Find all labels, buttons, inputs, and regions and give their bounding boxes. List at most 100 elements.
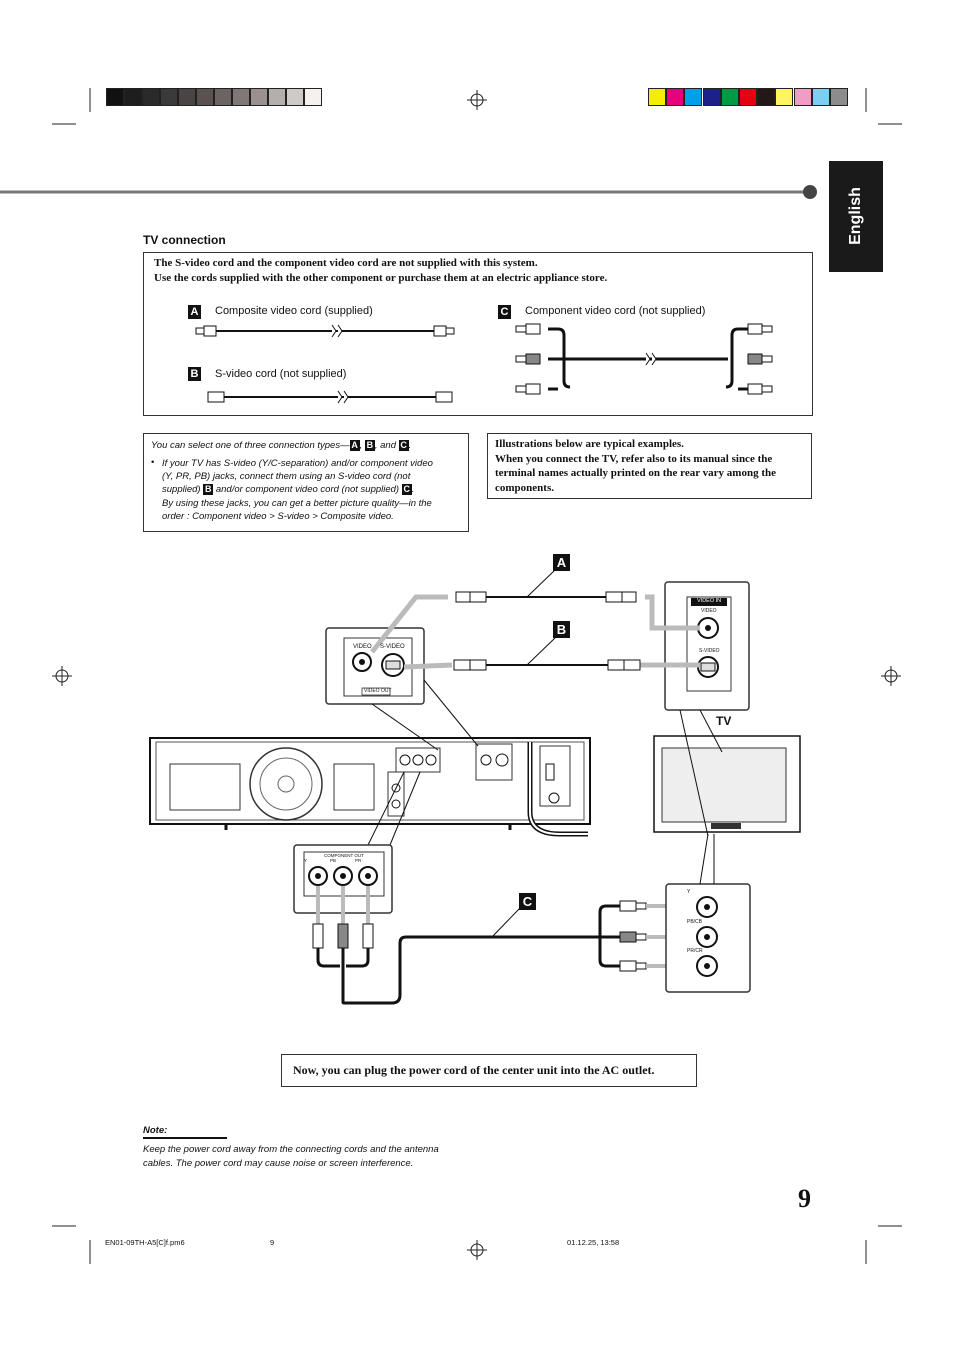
diagram-tag-b: B	[553, 621, 570, 638]
note-b3-pre: supplied)	[162, 484, 201, 496]
gray-swatch	[232, 88, 250, 106]
cord-types-box: The S-video cord and the component video…	[143, 252, 813, 416]
section-title: TV connection	[143, 233, 226, 247]
examples-line4: components.	[495, 481, 554, 494]
tv-input-panel	[664, 581, 750, 711]
color-swatch	[648, 88, 666, 106]
note-line1: You can select one of three connection t…	[151, 440, 411, 451]
tv-set	[653, 709, 801, 885]
note-b1: If your TV has S-video (Y/C-separation) …	[162, 458, 433, 469]
gray-swatch	[286, 88, 304, 106]
cord-b-tag: B	[188, 367, 201, 381]
cord-a-connection	[370, 568, 700, 654]
note-tag-b: B	[364, 440, 375, 451]
tv-label: TV	[716, 714, 732, 728]
footer-page: 9	[270, 1238, 275, 1247]
cord-b-connection	[403, 636, 700, 671]
examples-line1: Illustrations below are typical examples…	[495, 438, 684, 450]
tv-y-label: Y	[687, 889, 691, 895]
color-swatch	[739, 88, 757, 106]
cord-c-label: Component video cord (not supplied)	[525, 305, 706, 317]
tv-svideo-label: S-VIDEO	[699, 648, 720, 654]
unit-video-out-panel	[325, 627, 425, 705]
footer-file: EN01-09TH-A5[C]f.pm6	[105, 1238, 185, 1247]
color-swatch	[666, 88, 685, 106]
color-swatch	[757, 88, 776, 106]
component-cord-illustration	[515, 323, 773, 395]
note-b3-tag-b: B	[203, 484, 214, 496]
gray-swatch	[106, 88, 124, 106]
cords-intro-line1: The S-video cord and the component video…	[154, 257, 538, 269]
note-bullet: •	[151, 457, 155, 468]
note-b3-end: .	[411, 484, 415, 496]
cord-c-tag: C	[498, 305, 511, 319]
note-bullet-text: If your TV has S-video (Y/C-separation) …	[162, 457, 433, 523]
note-b3-tag-c: C	[401, 484, 412, 496]
gray-swatch	[196, 88, 214, 106]
tv-pr-label: PR/CR	[687, 948, 703, 954]
footer-date: 01.12.25, 13:58	[567, 1238, 620, 1247]
examples-line3: terminal names actually printed on the r…	[495, 467, 776, 479]
cord-b-label: S-video cord (not supplied)	[215, 368, 347, 380]
gray-swatch	[250, 88, 268, 106]
gray-swatch	[268, 88, 286, 106]
note-b3-mid: and/or component video cord (not supplie…	[215, 484, 400, 496]
color-swatch	[830, 88, 848, 106]
registration-mark-top	[467, 90, 487, 110]
gray-swatch	[160, 88, 178, 106]
gray-swatch	[178, 88, 196, 106]
registration-mark-bottom	[467, 1240, 487, 1260]
examples-note: Illustrations below are typical examples…	[487, 433, 812, 499]
color-swatch	[720, 88, 739, 106]
color-swatch	[811, 88, 830, 106]
gray-swatch	[142, 88, 160, 106]
note-tag-c: C	[398, 440, 409, 451]
note-body: Keep the power cord away from the connec…	[143, 1143, 439, 1170]
cord-a-tag: A	[188, 305, 201, 319]
comp-pb-label: PB	[330, 858, 337, 863]
registration-mark-right	[881, 666, 901, 686]
composite-cord-illustration	[195, 324, 455, 338]
color-swatch	[702, 88, 721, 106]
diagram-tag-c: C	[519, 893, 536, 910]
diagram-tag-a: A	[553, 554, 570, 571]
power-notice-box: Now, you can plug the power cord of the …	[281, 1054, 697, 1087]
color-swatch	[684, 88, 703, 106]
unit-video-out-label: VIDEO OUT	[364, 688, 392, 694]
tv-component-panel	[665, 883, 751, 993]
language-tab: English	[829, 161, 883, 272]
note-line2-body: cables. The power cord may cause noise o…	[143, 1157, 414, 1169]
s-video-cord-illustration	[207, 390, 453, 404]
note-b2: (Y, PR, PB) jacks, connect them using an…	[162, 471, 411, 483]
note-b5: order : Component video > S-video > Comp…	[162, 510, 394, 522]
note-sep2: , and	[374, 440, 396, 452]
page-number: 9	[798, 1184, 811, 1213]
color-swatch	[793, 88, 812, 106]
tv-video-in-label: VIDEO IN	[697, 598, 722, 604]
gray-swatch	[124, 88, 142, 106]
cord-a-label: Composite video cord (supplied)	[215, 305, 373, 317]
note-title: Note:	[143, 1125, 168, 1136]
component-out-label: COMPONENT OUT	[324, 853, 364, 858]
examples-line2: When you connect the TV, refer also to i…	[495, 452, 773, 465]
tv-pb-label: PB/CB	[687, 919, 703, 925]
note-line1-body: Keep the power cord away from the connec…	[143, 1144, 439, 1155]
note-b4: By using these jacks, you can get a bett…	[162, 497, 432, 509]
note-end: .	[408, 440, 412, 452]
note-b3: supplied) B and/or component video cord …	[162, 483, 433, 496]
connection-types-note: You can select one of three connection t…	[143, 433, 469, 532]
note-sep1: ,	[359, 440, 363, 452]
unit-svideo-label: S-VIDEO	[380, 644, 405, 650]
unit-video-label: VIDEO	[353, 644, 372, 650]
comp-pr-label: PR	[355, 858, 362, 863]
center-unit-rear	[149, 737, 591, 837]
power-notice-text: Now, you can plug the power cord of the …	[293, 1063, 655, 1077]
gray-swatch	[214, 88, 232, 106]
tv-video-label: VIDEO	[701, 608, 717, 614]
note-tag-a: A	[349, 440, 360, 451]
gray-swatch	[304, 88, 322, 106]
note-line1-text: You can select one of three connection t…	[151, 440, 350, 452]
note-rule	[143, 1137, 227, 1139]
